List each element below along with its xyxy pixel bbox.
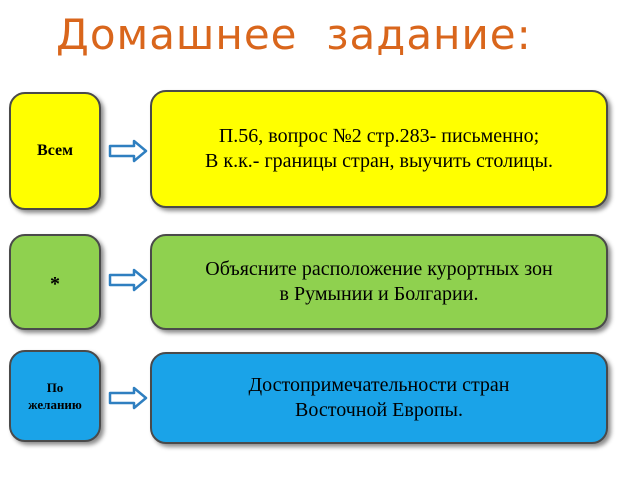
- task-box-all: П.56, вопрос №2 стр.283- письменно; В к.…: [150, 90, 608, 208]
- slide-title: Домашнее задание:: [56, 10, 532, 59]
- arrow-right-icon: [108, 139, 148, 163]
- task-box-optional: Достопримечательности стран Восточной Ев…: [150, 352, 608, 444]
- task-all-line-1: П.56, вопрос №2 стр.283- письменно;: [218, 125, 540, 147]
- label-all: Всем: [37, 142, 73, 159]
- arrow-right-icon: [108, 268, 148, 292]
- label-box-optional: По желанию: [9, 350, 101, 442]
- task-box-star: Объясните расположение курортных зон в Р…: [150, 234, 608, 330]
- task-optional-line-1: Достопримечательности стран: [248, 374, 510, 396]
- task-optional-line-2: Восточной Европы.: [295, 399, 463, 421]
- label-star: *: [50, 272, 60, 295]
- label-optional: По желанию: [28, 380, 82, 412]
- task-star-line-2: в Румынии и Болгарии.: [279, 283, 479, 305]
- label-box-all: Всем: [9, 92, 101, 210]
- label-box-star: *: [9, 234, 101, 330]
- arrow-right-icon: [108, 386, 148, 410]
- task-star-line-1: Объясните расположение курортных зон: [205, 258, 553, 280]
- task-all-line-2: В к.к.- границы стран, выучить столицы.: [205, 150, 553, 172]
